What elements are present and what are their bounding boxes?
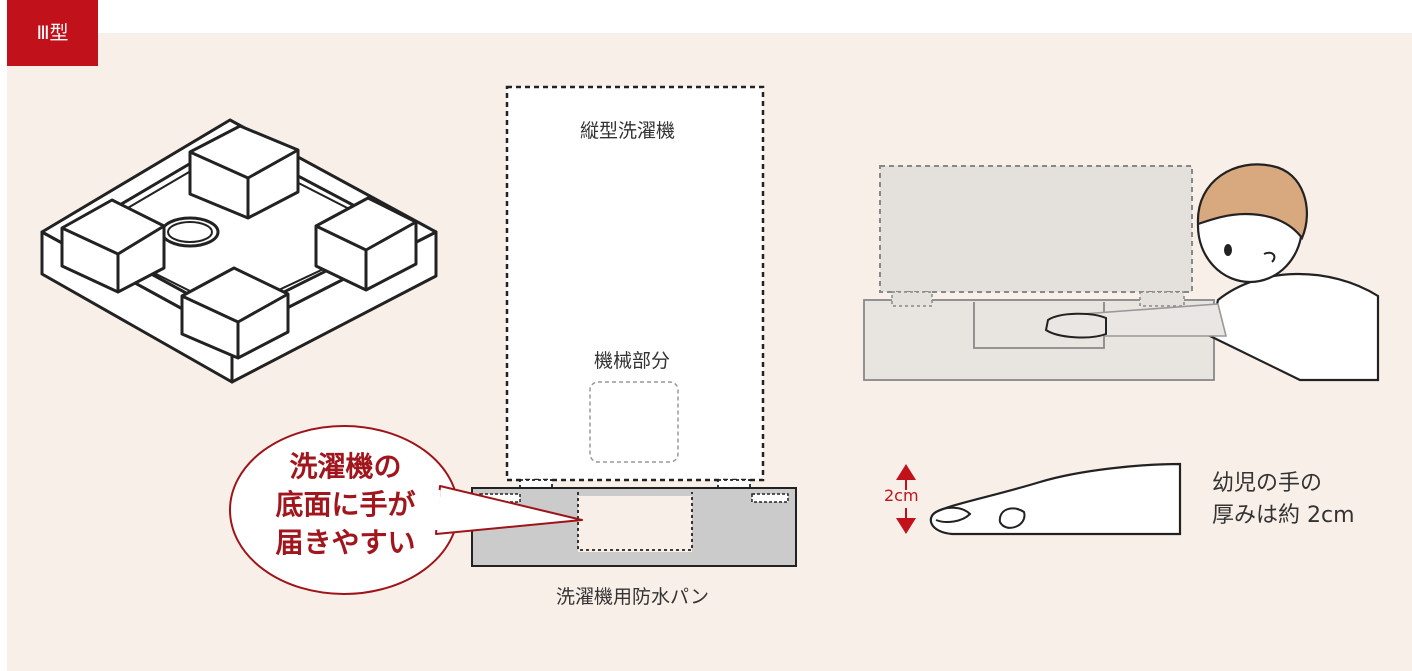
- pan-label: 洗濯機用防水パン: [556, 586, 709, 608]
- callout-line: 洗濯機の: [289, 450, 402, 483]
- note-line: 厚みは約 2cm: [1212, 503, 1355, 528]
- waterproof-pan-cross-section: [471, 487, 797, 567]
- child-hand-illustration: [929, 462, 1182, 536]
- callout-bubble: [229, 425, 583, 595]
- type-tag: Ⅲ型: [7, 0, 98, 66]
- callout-line: 底面に手が: [275, 488, 416, 521]
- hand-thickness-note: 幼児の手の 厚みは約 2cm: [1212, 468, 1355, 532]
- callout-text: 洗濯機の 底面に手が 届きやすい: [248, 448, 443, 562]
- mechanism-box: [589, 381, 679, 463]
- callout-line: 届きやすい: [275, 526, 416, 559]
- type-tag-label: Ⅲ型: [36, 22, 69, 44]
- child-illustration: [1044, 163, 1380, 382]
- machine-pan-scene: [863, 165, 1215, 381]
- machine-label: 縦型洗濯機: [580, 120, 676, 142]
- height-label: 2cm: [884, 486, 919, 505]
- waterproof-pan-isometric-illustration: [40, 118, 438, 384]
- mechanism-label: 機械部分: [594, 350, 671, 372]
- height-arrow: [896, 464, 916, 534]
- note-line: 幼児の手の: [1212, 471, 1323, 496]
